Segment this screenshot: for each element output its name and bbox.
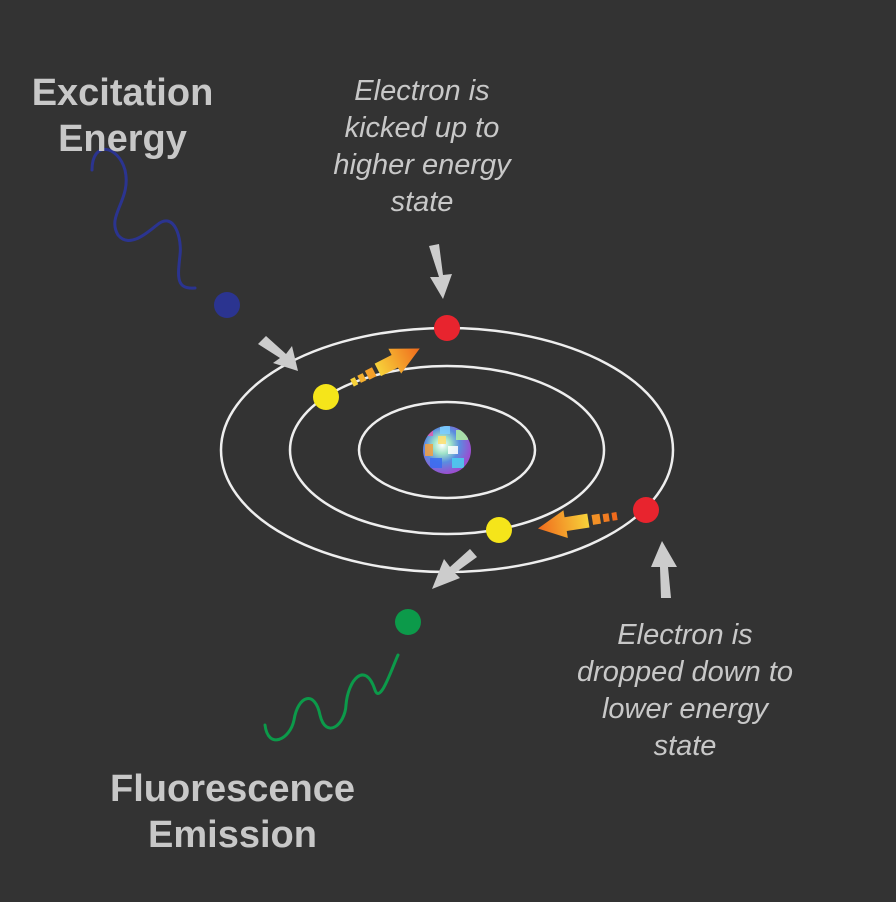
ground-electron-lower: [486, 517, 512, 543]
inner-orbit: [357, 400, 537, 500]
absorb-pointer-arrow: [258, 336, 298, 371]
excite-note-pointer-arrow: [429, 244, 452, 299]
excited-electron-upper: [434, 315, 460, 341]
excitation-label-line1: Excitation: [31, 72, 214, 114]
excitation-transition-arrow: [350, 348, 420, 387]
excitation-wave: [90, 147, 197, 290]
drop-note: Electron is dropped down to lower energy…: [545, 617, 825, 765]
excite-note: Electron is kicked up to higher energy s…: [297, 73, 547, 221]
excite-note-line1: Electron is: [354, 75, 490, 107]
drop-note-line3: lower energy: [601, 693, 769, 725]
excited-electron-lower: [633, 497, 659, 523]
decay-transition-arrow: [537, 510, 618, 538]
nucleus: [423, 426, 471, 474]
excite-note-line2: kicked up to: [344, 112, 500, 144]
drop-note-line1: Electron is: [617, 619, 753, 651]
excite-note-line3: higher energy: [333, 149, 511, 181]
middle-orbit: [288, 364, 606, 536]
emitted-photon-dot: [395, 609, 421, 635]
emission-label-line2: Emission: [148, 814, 317, 856]
excite-note-line4: state: [390, 186, 454, 218]
fluorescence-emission-label: Fluorescence Emission: [85, 766, 380, 858]
drop-note-pointer-arrow: [651, 541, 677, 598]
ground-electron-upper: [313, 384, 339, 410]
emission-label-line1: Fluorescence: [110, 768, 355, 810]
emit-pointer-arrow: [432, 549, 477, 589]
drop-note-line4: state: [653, 730, 717, 762]
absorbed-photon-dot: [214, 292, 240, 318]
drop-note-line2: dropped down to: [576, 656, 794, 688]
excitation-energy-label: Excitation Energy: [10, 70, 235, 162]
emission-wave: [263, 653, 400, 742]
excitation-label-line2: Energy: [58, 118, 187, 160]
